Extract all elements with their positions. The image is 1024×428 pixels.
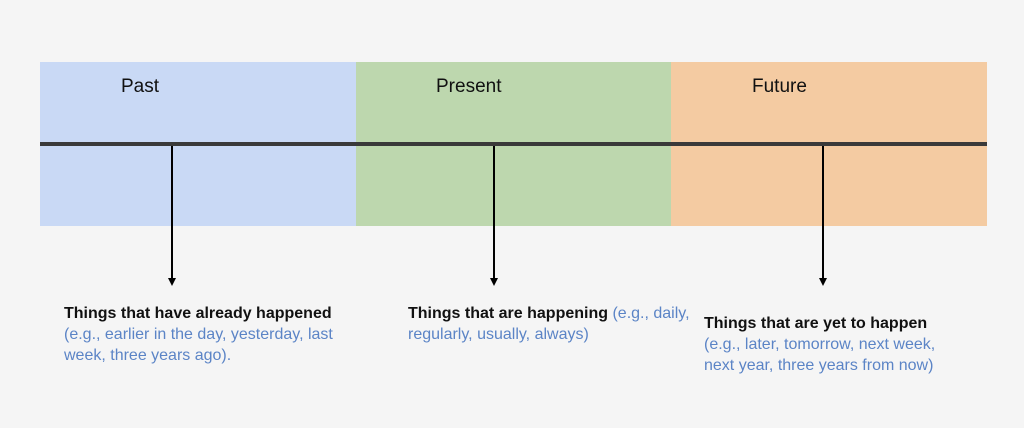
- timeline-axis: [40, 142, 987, 146]
- past-description: Things that have already happened (e.g.,…: [64, 303, 336, 366]
- present-label: Present: [436, 76, 502, 97]
- present-description-heading: Things that are happening: [408, 305, 609, 322]
- past-description-heading: Things that have already happened: [64, 305, 332, 322]
- future-label: Future: [752, 76, 807, 97]
- past-arrow: [171, 146, 173, 278]
- past-description-examples: (e.g., earlier in the day, yesterday, la…: [64, 326, 333, 364]
- past-label: Past: [121, 76, 160, 97]
- past-arrow-head: [168, 278, 176, 286]
- present-description-examples: (e.g., daily, regularly, usually, always…: [408, 305, 690, 343]
- future-description-heading: Things that are yet to happen: [704, 315, 928, 332]
- future-description: Things that are yet to happen (e.g., lat…: [704, 313, 966, 376]
- present-arrow: [493, 146, 495, 278]
- future-description-examples: (e.g., later, tomorrow, next week, next …: [704, 336, 936, 374]
- future-arrow-head: [819, 278, 827, 286]
- present-description: Things that are happening (e.g., daily, …: [408, 303, 690, 345]
- future-arrow: [822, 146, 824, 278]
- present-arrow-head: [490, 278, 498, 286]
